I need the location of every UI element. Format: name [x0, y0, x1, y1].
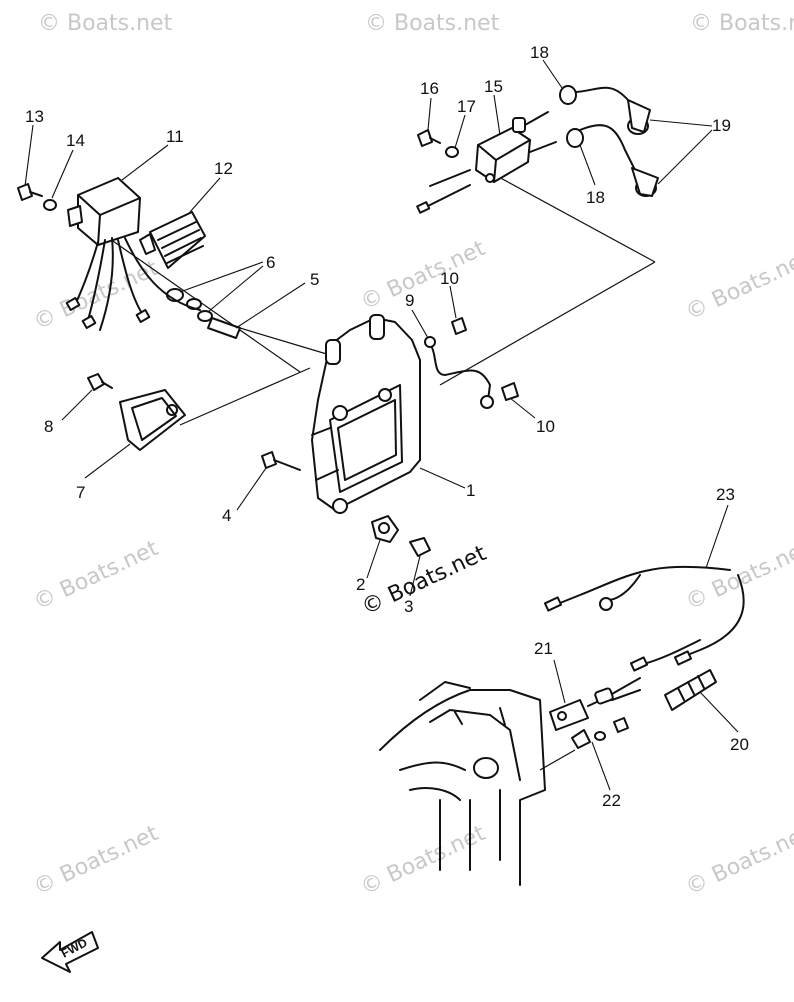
callout-6: 6 [266, 253, 275, 272]
bracket-part [311, 314, 421, 514]
callout-13: 13 [25, 107, 44, 126]
callout-4: 4 [222, 506, 231, 525]
callout-10-top: 10 [440, 269, 459, 288]
grommet-part [371, 515, 399, 543]
rectifier-part-12 [139, 211, 206, 269]
callout-18-bottom: 18 [586, 188, 605, 207]
engine-block-fragment [379, 681, 546, 886]
watermark-text: © Boats.net [30, 536, 163, 616]
washer-part-14 [43, 199, 57, 211]
callout-9: 9 [405, 291, 414, 310]
plug-cap-part-19 [575, 86, 659, 197]
callout-16: 16 [420, 79, 439, 98]
seal-part-18 [559, 85, 584, 148]
callout-10-bottom: 10 [536, 417, 555, 436]
callout-18-top: 18 [530, 43, 549, 62]
watermark-text: © Boats.net [357, 236, 490, 316]
callout-19: 19 [712, 116, 731, 135]
ignition-coil-part-15 [416, 111, 557, 214]
callout-17: 17 [457, 97, 476, 116]
leader-lines [24, 59, 739, 791]
callouts: 1 2 3 4 5 6 7 8 9 10 10 11 12 13 14 15 1… [25, 43, 749, 810]
watermark-text: © Boats.net [690, 11, 794, 36]
switch-part-21 [549, 677, 641, 731]
collar-part [409, 537, 431, 557]
callout-7: 7 [76, 483, 85, 502]
cdi-unit-part-11 [65, 177, 201, 331]
watermark-text: © Boats.net [682, 821, 794, 901]
bolt-part-16 [417, 129, 441, 147]
watermark-text: © Boats.net [38, 11, 173, 36]
callout-20: 20 [730, 735, 749, 754]
ground-lead-part-9 [424, 336, 494, 409]
screw-part-8 [87, 373, 113, 391]
callout-23: 23 [716, 485, 735, 504]
callout-5: 5 [310, 270, 319, 289]
callout-3: 3 [404, 597, 413, 616]
callout-1: 1 [466, 481, 475, 500]
washer-part-17 [445, 146, 459, 158]
callout-2: 2 [356, 575, 365, 594]
wire-harness-part-23 [543, 565, 745, 672]
callout-15: 15 [484, 77, 503, 96]
bolt-part-13 [17, 183, 43, 201]
clip-part-22 [571, 717, 629, 749]
callout-22: 22 [602, 791, 621, 810]
plate-part-7 [119, 389, 186, 451]
callout-8: 8 [44, 417, 53, 436]
watermark-text: © Boats.net [365, 11, 500, 36]
callout-14: 14 [66, 131, 85, 150]
watermark-text: © Boats.net [30, 821, 163, 901]
watermark-text: © Boats.net [682, 246, 794, 326]
callout-12: 12 [214, 159, 233, 178]
fwd-arrow: FWD [41, 931, 99, 973]
callout-21: 21 [534, 639, 553, 658]
bolt-part-4 [261, 451, 301, 471]
callout-11: 11 [166, 127, 184, 146]
sleeve-part-20 [664, 669, 717, 711]
screw-part-10 [451, 317, 519, 401]
stud-part-5 [207, 317, 241, 339]
